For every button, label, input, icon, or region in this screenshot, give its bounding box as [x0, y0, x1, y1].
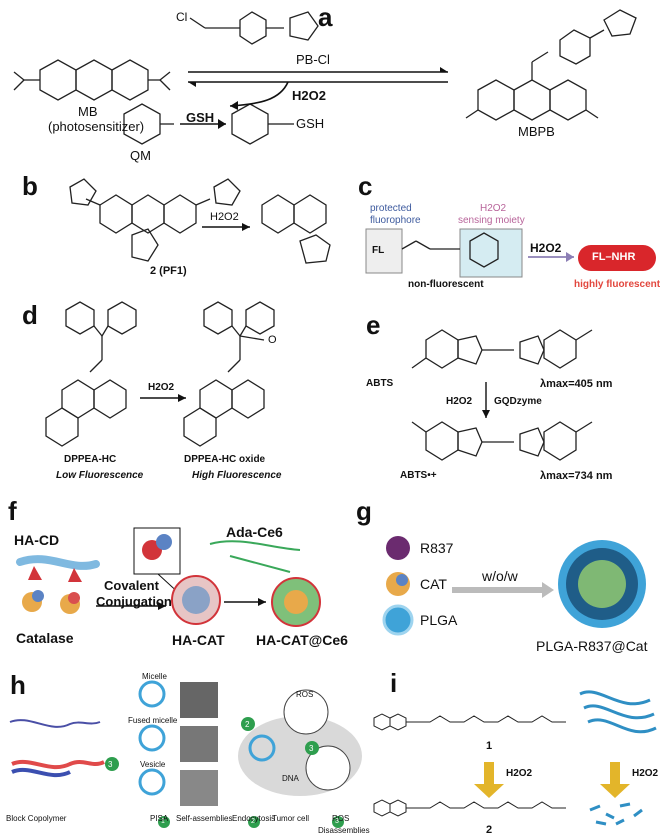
micelle-label: Micelle — [142, 672, 167, 681]
flow-ros: ROS — [332, 814, 350, 823]
fl-nhr-capsule: FL–NHR — [592, 251, 636, 263]
pbcl-label: PB-Cl — [296, 52, 330, 67]
plga-label: PLGA — [420, 612, 458, 628]
cat-label: CAT — [420, 576, 447, 592]
flow-step-1: 1 — [161, 818, 165, 825]
flow-block-copolymer: Block Copolymer — [6, 814, 67, 823]
mb-subtitle: (photosensitizer) — [48, 119, 145, 134]
h2o2-label-e: H2O2 — [446, 396, 473, 407]
panel-label-d: d — [22, 300, 38, 330]
compound-1-label: 1 — [486, 740, 493, 752]
high-fluorescence-text: High Fluorescence — [192, 470, 282, 481]
panel-label-g: g — [356, 496, 372, 526]
panel-d: d O H2O2 DPPEA-HC Low Fluorescence DPPEA… — [0, 300, 330, 490]
panel-label-c: c — [358, 171, 373, 201]
panel-label-e: e — [366, 310, 381, 340]
lambda-max-405: λmax=405 nm — [540, 378, 613, 390]
dppea-hc-oxide-name: DPPEA-HC oxide — [184, 454, 266, 465]
panel-f-scheme — [16, 527, 321, 627]
mb-name: MB — [78, 104, 98, 119]
panel-i-scheme — [373, 690, 657, 826]
low-fluorescence-text: Low Fluorescence — [56, 470, 144, 481]
panel-a: a — [0, 0, 661, 165]
panel-b: b H2O2 2 (PF1) — [0, 165, 331, 295]
ha-cat-label: HA-CAT — [172, 632, 225, 648]
step-badge-3b: 3 — [309, 744, 314, 753]
panel-e-structures — [411, 329, 593, 461]
panel-h-scheme — [9, 680, 362, 828]
h2o2-label-i-right: H2O2 — [632, 768, 659, 779]
panel-label-h: h — [10, 670, 26, 700]
step-badge-3: 3 — [108, 760, 113, 769]
qm-name: QM — [130, 148, 151, 163]
ha-cd-label: HA-CD — [14, 532, 60, 548]
h2o2-label-i-left: H2O2 — [506, 768, 533, 779]
covalent-label: Covalent — [104, 578, 159, 593]
h2o2-label-b: H2O2 — [210, 211, 239, 223]
h2o2-label-d: H2O2 — [148, 382, 175, 393]
catalase-label: Catalase — [16, 630, 74, 646]
panel-h: h Micelle Fused micelle Vesicle ROS DNA … — [0, 664, 370, 836]
panel-b-structures — [69, 178, 331, 264]
dppea-hc-name: DPPEA-HC — [64, 454, 117, 465]
panel-i: i 1 H2O2 H2O2 2 — [370, 664, 661, 836]
h2o2-sensing-text: H2O2 — [480, 203, 507, 214]
vesicle-label: Vesicle — [140, 760, 166, 769]
panel-e: e ABTS λmax=405 nm H2O2 GQDzyme ABTS•+ λ… — [330, 300, 661, 490]
clo-text: Cl — [176, 10, 188, 24]
panel-label-a: a — [318, 2, 333, 32]
abts-radical-name: ABTS•+ — [400, 470, 437, 481]
non-fluorescent-caption: non-fluorescent — [408, 279, 484, 290]
sensing-moiety-text: sensing moiety — [458, 215, 525, 226]
plga-r837-cat-label: PLGA-R837@Cat — [536, 638, 648, 654]
panel-label-b: b — [22, 171, 38, 201]
r837-label: R837 — [420, 540, 454, 556]
panel-g: g R837 CAT PLGA w/o/w PLGA-R837@Cat — [340, 492, 661, 662]
panel-g-scheme — [382, 536, 646, 636]
flow-tumor-cell: Tumor cell — [272, 814, 310, 823]
pf1-name: 2 (PF1) — [150, 265, 187, 277]
flow-disassemblies: Disassemblies — [318, 826, 370, 835]
step-badge-2: 2 — [245, 720, 250, 729]
abts-name: ABTS — [366, 378, 394, 389]
lambda-max-734: λmax=734 nm — [540, 470, 613, 482]
panel-a-structures — [13, 9, 637, 145]
panel-d-structures — [45, 301, 275, 447]
compound-2-label: 2 — [486, 824, 493, 836]
fl-r-mark: FL — [372, 245, 385, 256]
flow-endocytosis: Endocytosis — [232, 814, 276, 823]
panel-f: f HA-CD Ada-Ce6 Covalent Conjugation Cat… — [0, 492, 348, 662]
flow-pisa: PISA — [150, 814, 169, 823]
panel-label-i: i — [390, 668, 398, 698]
flow-step-2: 2 — [251, 818, 255, 825]
h2o2-label-c: H2O2 — [530, 241, 562, 255]
ha-cat-ce6-label: HA-CAT@Ce6 — [256, 632, 348, 648]
protected-text: protected — [370, 203, 412, 214]
ros-label-h: ROS — [296, 690, 314, 699]
h2o2-label-a: H2O2 — [292, 88, 326, 103]
fluorophore-text: fluorophore — [370, 215, 421, 226]
gqdzyme-label: GQDzyme — [494, 396, 542, 407]
gsh-product: GSH — [296, 116, 325, 131]
fused-micelle-label: Fused micelle — [128, 716, 178, 725]
panel-c-scheme — [365, 228, 656, 278]
ada-ce6-label: Ada-Ce6 — [226, 524, 283, 540]
wow-label: w/o/w — [482, 568, 518, 584]
gsh-label: GSH — [186, 110, 215, 125]
panel-c: c protected fluorophore H2O2 sensing moi… — [330, 165, 661, 295]
flow-step-3: 3 — [335, 818, 339, 825]
flow-self-assemblies: Self-assemblies — [176, 814, 233, 823]
mbpb-name: MBPB — [518, 124, 555, 139]
panel-label-f: f — [8, 496, 17, 526]
highly-fluorescent-caption: highly fluorescent — [574, 279, 661, 290]
po-oxide-mark: O — [268, 334, 277, 346]
conjugation-label: Conjugation — [96, 594, 172, 609]
dna-label: DNA — [282, 774, 299, 783]
